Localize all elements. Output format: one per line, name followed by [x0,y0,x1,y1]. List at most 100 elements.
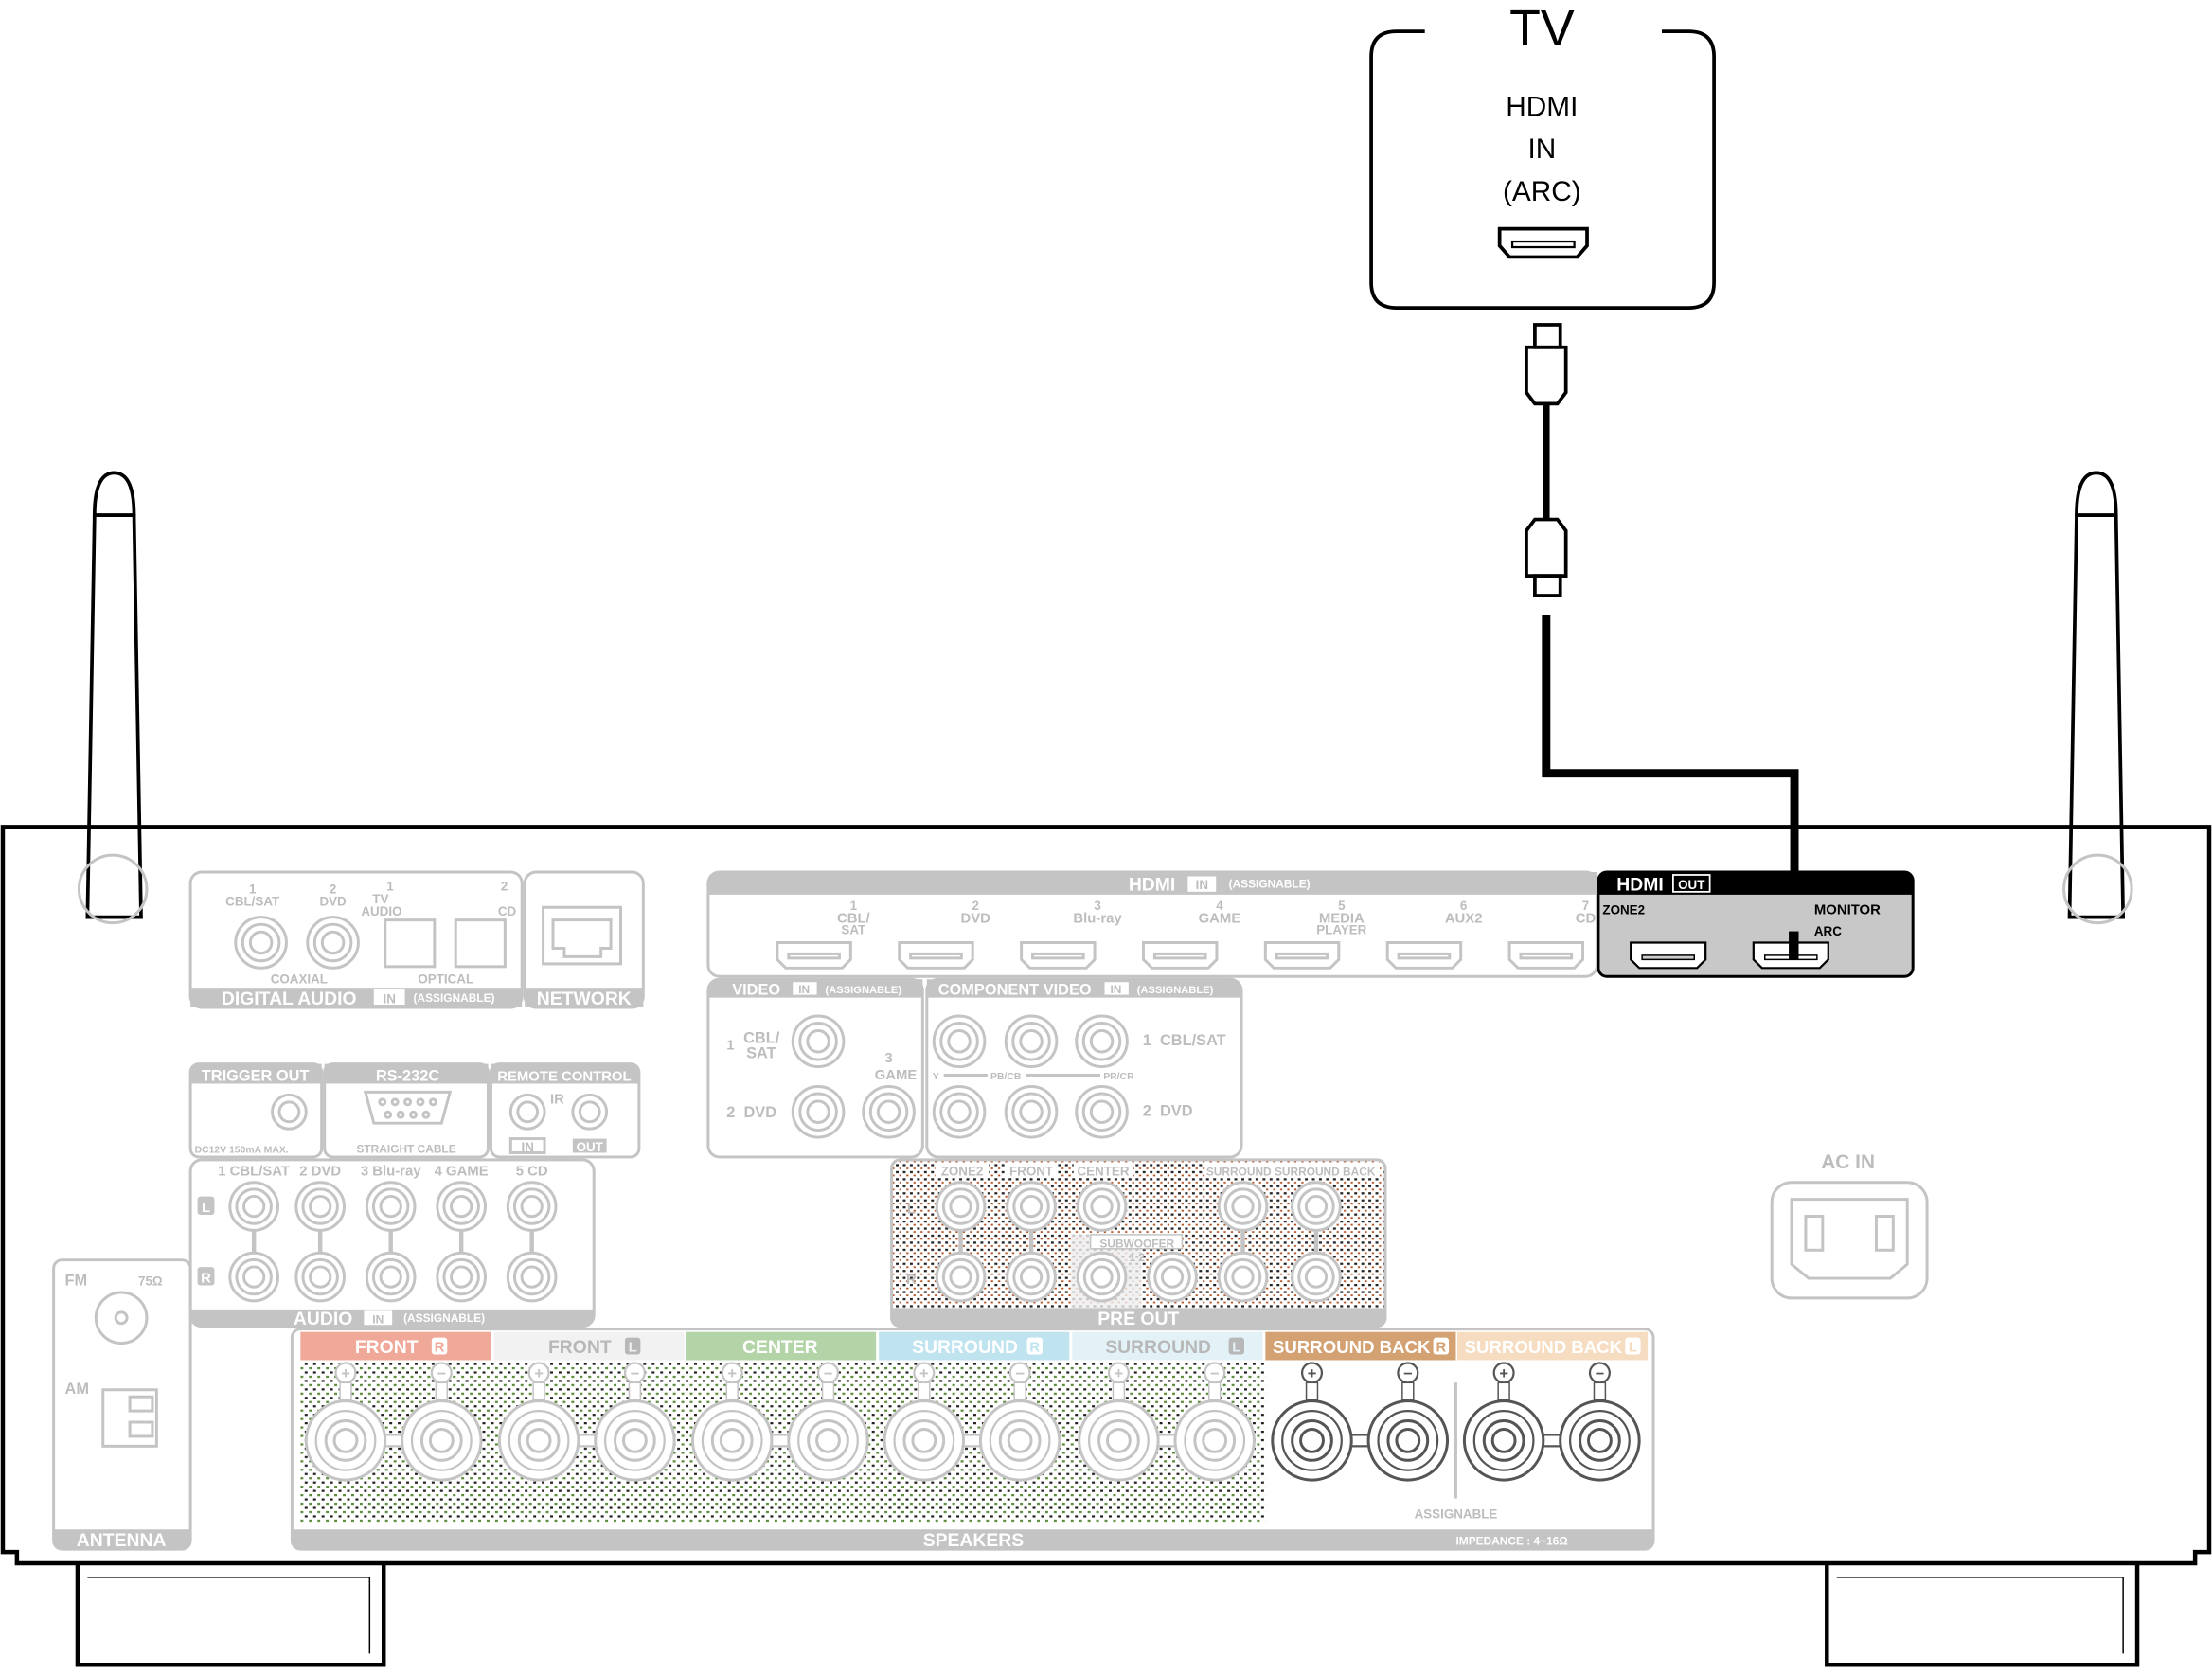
pre-out-surround-R[interactable] [1217,1251,1269,1303]
rs232c-panel: RS-232C STRAIGHT CABLE [323,1062,490,1159]
speakers-panel: SPEAKERS IMPEDANCE : 4~16Ω ASSIGNABLE FR… [290,1328,1655,1551]
speaker-terminal-negative[interactable]: − [594,1362,676,1482]
speaker-terminal-positive[interactable]: + [1462,1362,1545,1482]
speaker-terminal-positive[interactable]: + [1078,1362,1160,1482]
remote-ir-label: IR [550,1092,564,1107]
coax1-num: 1 [249,882,257,896]
audio-in-jack-R-4[interactable] [436,1251,487,1303]
speaker-channel-side: R [1029,1341,1040,1356]
remote-ir-in-jack[interactable] [508,1093,546,1131]
speaker-terminal-negative[interactable]: − [787,1362,869,1482]
svg-text:−: − [824,1365,833,1382]
remote-control-title: REMOTE CONTROL [497,1069,631,1084]
trigger-out-spec: DC12V 150mA MAX. [195,1145,289,1155]
tv-device: TV HDMI IN (ARC) [1369,0,1716,310]
pre-out-surround-L[interactable] [1217,1181,1269,1232]
pre-out-subwoofer-nums: 1 2 [1129,1251,1145,1264]
speaker-channel-label: SURROUND BACK [1273,1337,1431,1357]
hdmi-in-label: MEDIA [1319,912,1365,927]
audio-in-jack-L-4[interactable] [436,1181,487,1232]
svg-text:−: − [1210,1365,1220,1382]
coaxial-jack-1[interactable] [234,916,288,970]
audio-in-jack-R-5[interactable] [506,1251,558,1303]
speaker-terminal-positive[interactable]: + [304,1362,387,1482]
pre-out-left-label: L [907,1203,916,1218]
speaker-terminal-positive[interactable]: + [1271,1362,1353,1482]
pre-out-front-L[interactable] [1006,1181,1057,1232]
antenna-panel: ANTENNA FM 75Ω AM [52,1258,192,1551]
video-jack-3[interactable] [862,1084,916,1139]
coaxial-jack-2[interactable] [306,916,360,970]
video-jack-1[interactable] [791,1014,846,1069]
audio-in-jack-R-1[interactable] [228,1251,279,1303]
audio-in-title: AUDIO [294,1309,352,1329]
hdmi-out-panel: HDMI OUT ZONE2 MONITOR ARC [1597,870,1915,978]
am-antenna-terminal[interactable] [101,1388,158,1448]
component-pb-label: PB/CB [990,1072,1022,1082]
component-pr-jack-2[interactable] [1075,1084,1129,1139]
audio-in-jack-L-3[interactable] [365,1181,417,1232]
coax1-label: CBL/SAT [225,895,280,909]
audio-in-label-2: 2 DVD [299,1164,341,1179]
speaker-terminal-negative[interactable]: − [401,1362,483,1482]
hdmi-port-icon [1507,941,1585,970]
audio-in-jack-R-3[interactable] [365,1251,417,1303]
audio-in-jack-L-1[interactable] [228,1181,279,1232]
rs232c-db9-port[interactable] [363,1090,453,1125]
pre-out-subwoofer-label: SUBWOOFER [1099,1237,1174,1250]
component-y-jack-1[interactable] [932,1014,987,1069]
fm-antenna-jack[interactable] [94,1291,149,1345]
pre-out-zone2-L[interactable] [935,1181,987,1232]
audio-in-jack-R-2[interactable] [294,1251,346,1303]
video-in2-label: 2 DVD [726,1104,776,1121]
pre-out-subwoofer-1[interactable] [1076,1251,1128,1303]
hdmi-port-icon [1141,941,1219,970]
pre-out-surround-back-R[interactable] [1291,1251,1342,1303]
ethernet-port-icon[interactable] [542,905,622,966]
pre-out-subwoofer-2[interactable] [1147,1251,1198,1303]
speaker-terminal-negative[interactable]: − [1559,1362,1641,1482]
speaker-terminal-negative[interactable]: − [978,1362,1061,1482]
opt1-label-b: AUDIO [361,904,401,918]
tv-title: TV [1509,0,1575,57]
tv-hdmi-port-icon[interactable] [1497,226,1589,259]
component-pb-jack-1[interactable] [1004,1014,1059,1069]
coaxial-label: COAXIAL [271,972,328,987]
component-pr-label: PR/CR [1103,1072,1134,1082]
component-pb-jack-2[interactable] [1004,1084,1059,1139]
hdmi-in-num: 2 [972,899,978,913]
video-jack-2[interactable] [791,1084,846,1139]
audio-in-jack-L-2[interactable] [294,1181,346,1232]
pre-out-right-label: R [906,1273,917,1288]
pre-out-zone2-R[interactable] [935,1251,987,1303]
speaker-terminal-positive[interactable]: + [691,1362,774,1482]
audio-in-jack-L-5[interactable] [506,1181,558,1232]
ac-in-socket[interactable] [1770,1181,1929,1300]
speaker-terminal-positive[interactable]: + [497,1362,580,1482]
hdmi-in-port-7[interactable]: 7CD [1507,899,1597,970]
pre-out-front-R[interactable] [1006,1251,1057,1303]
hdmi-cable [1525,323,1799,966]
speaker-terminal-positive[interactable]: + [883,1362,966,1482]
speaker-channel-3: CENTER+− [686,1331,877,1482]
remote-ir-out-jack[interactable] [571,1093,609,1131]
component-y-jack-2[interactable] [932,1084,987,1139]
speaker-terminal-negative[interactable]: − [1173,1362,1256,1482]
component-pr-jack-1[interactable] [1075,1014,1129,1069]
speaker-terminal-negative[interactable]: − [1366,1362,1450,1482]
pre-out-surround-back-L[interactable] [1291,1181,1342,1232]
optical-port-2[interactable] [454,918,507,969]
hdmi-out-arc-label: ARC [1814,924,1842,938]
wireless-antenna-right [2067,471,2126,919]
trigger-out-jack[interactable] [271,1093,308,1131]
speaker-channel-side: R [435,1341,445,1356]
pre-out-center[interactable] [1076,1181,1128,1232]
optical-port-1[interactable] [384,918,437,969]
